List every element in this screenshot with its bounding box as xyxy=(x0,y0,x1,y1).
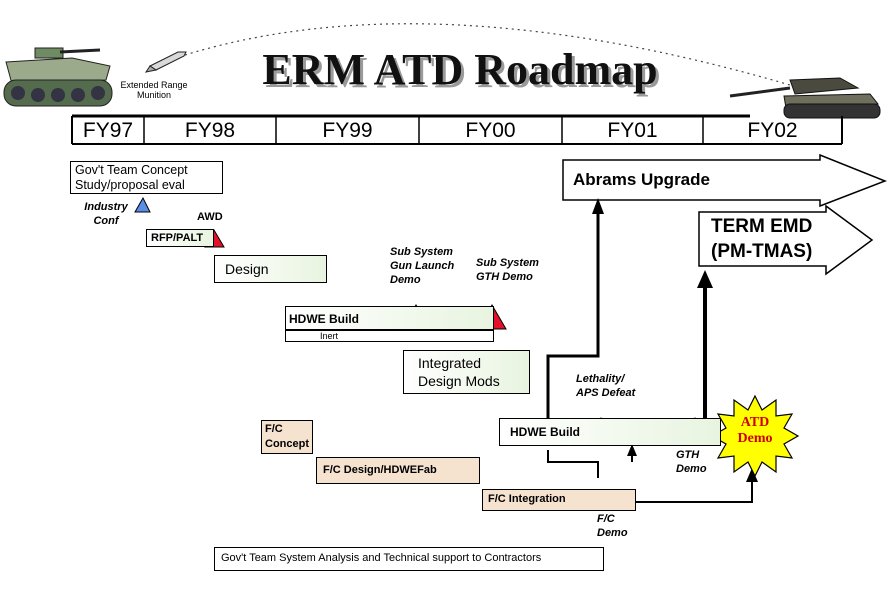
term-emd-label: TERM EMD (PM-TMAS) xyxy=(711,214,851,264)
fy98-label: FY98 xyxy=(184,119,236,142)
abrams-upgrade-label: Abrams Upgrade xyxy=(573,170,710,189)
industry-conf-marker xyxy=(134,196,151,213)
fc-design-box: F/C Design/HDWEFab xyxy=(316,457,480,484)
atd-demo-line-1: ATD xyxy=(740,415,770,430)
fy00-label: FY00 xyxy=(465,119,516,142)
atd-demo-label: ATD Demo xyxy=(722,415,788,447)
atd-demo-line-2: Demo xyxy=(737,431,773,446)
rfp-palt-box: RFP/PALT xyxy=(146,229,214,247)
awd-label: AWD xyxy=(197,211,223,223)
trajectory-line xyxy=(184,23,791,86)
hdwe-build-box-1: HDWE Build xyxy=(285,306,494,330)
fy02-label: FY02 xyxy=(747,119,798,142)
gov-support-box: Gov't Team System Analysis and Technical… xyxy=(214,547,604,571)
fy99-label: FY99 xyxy=(322,119,373,142)
fc-integration-box: F/C Integration xyxy=(482,489,636,511)
design-box: Design xyxy=(214,255,327,283)
lethality-label: Lethality/ APS Defeat xyxy=(576,373,636,399)
industry-conf-label: Industry Conf xyxy=(84,201,128,227)
gth-demo-label: GTH Demo xyxy=(676,449,707,475)
hdwe-build-box-2: HDWE Build xyxy=(499,418,721,446)
fc-demo-label: F/C Demo xyxy=(597,513,628,539)
fy01-label: FY01 xyxy=(607,119,658,142)
inert-bar: Inert xyxy=(285,330,494,342)
fy97-label: FY97 xyxy=(82,119,134,142)
atd-demo-starburst xyxy=(710,394,800,478)
munition-label: Extended Range Munition xyxy=(120,80,188,100)
term-emd-line-1: TERM EMD xyxy=(711,216,813,237)
abrams-upgrade-arrow xyxy=(562,153,887,208)
left-tank-icon xyxy=(3,47,113,107)
gun-launch-demo-label: Sub System Gun Launch Demo xyxy=(390,246,455,286)
term-emd-arrow xyxy=(698,204,874,276)
integrated-design-box: Integrated Design Mods xyxy=(403,350,530,394)
right-tank-icon xyxy=(729,77,881,119)
fc-concept-box: F/C Concept xyxy=(261,420,313,454)
term-emd-line-2: (PM-TMAS) xyxy=(711,241,813,262)
gov-team-concept-box: Gov't Team Concept Study/proposal eval xyxy=(70,161,223,194)
gth-subsystem-demo-label: Sub System GTH Demo xyxy=(476,257,539,283)
munition-icon xyxy=(144,51,187,73)
page-title: ERM ATD Roadmap xyxy=(262,45,658,94)
